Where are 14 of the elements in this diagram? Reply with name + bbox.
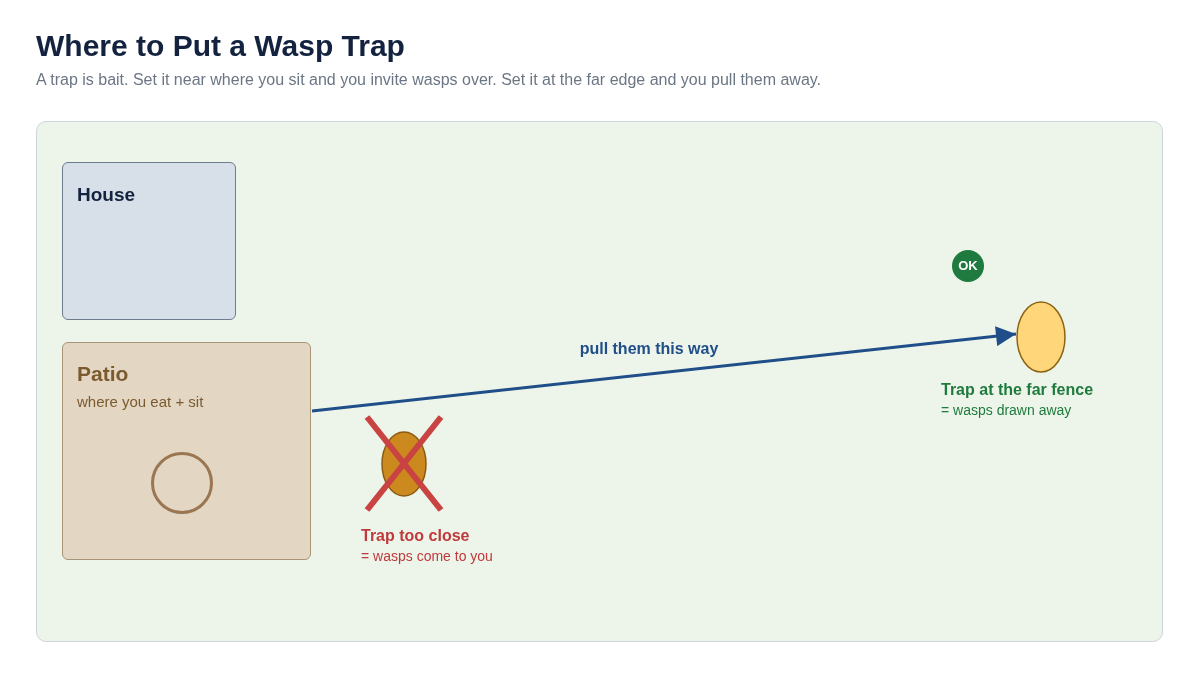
ring-icon	[151, 452, 213, 514]
area-title: Patio	[77, 361, 129, 386]
status-badge: OK	[952, 250, 984, 282]
trap-note: = wasps drawn away	[941, 402, 1072, 419]
subtitle: A trap is bait. Set it near where you sit and you invite wasps over. Set it at the far edge and you pull them away.	[36, 70, 822, 90]
area-title: House	[77, 183, 136, 206]
area-note: where you eat + sit	[77, 393, 204, 411]
trap-label: Trap too close	[361, 526, 470, 545]
trap-label: Trap at the far fence	[941, 380, 1094, 399]
arrow	[311, 326, 1017, 413]
trap-note: = wasps come to you	[361, 548, 493, 565]
patio-area	[62, 342, 311, 560]
house-block	[62, 162, 236, 320]
title: Where to Put a Wasp Trap	[36, 28, 405, 64]
